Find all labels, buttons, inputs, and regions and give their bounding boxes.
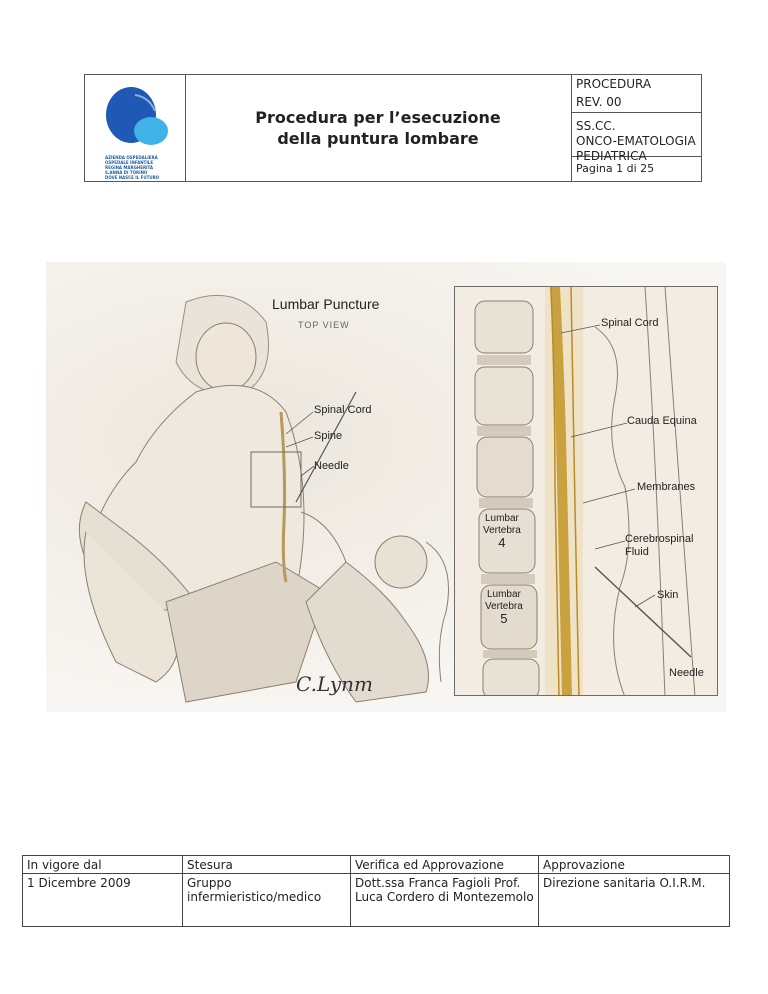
patient-scene-drawing: [78, 294, 449, 703]
inset-label-skin: Skin: [657, 589, 679, 601]
inset-label-lumbar-4: Lumbar Vertebra 4: [483, 513, 521, 550]
col-in-vigore: In vigore dal 1 Dicembre 2009: [23, 856, 183, 926]
illustration-subtitle: TOP VIEW: [298, 320, 350, 330]
inset-label-needle: Needle: [669, 667, 704, 679]
approval-table: In vigore dal 1 Dicembre 2009 Stesura Gr…: [22, 855, 730, 927]
page-number: Pagina 1 di 25: [576, 162, 655, 175]
revision: REV. 00: [572, 93, 702, 113]
spine-detail-inset: Spinal Cord Cauda Equina Membranes Lumba…: [454, 286, 718, 696]
department: SS.CC. ONCO-EMATOLOGIA PEDIATRICA: [572, 113, 702, 163]
header-info: PROCEDURA REV. 00 SS.CC. ONCO-EMATOLOGIA…: [572, 75, 702, 181]
lumbar-puncture-illustration: Lumbar Puncture TOP VIEW Spinal Cord Spi…: [46, 262, 726, 712]
inset-label-membranes: Membranes: [637, 481, 696, 493]
col-stesura: Stesura Gruppo infermieristico/medico: [183, 856, 351, 926]
label-spinal-cord: Spinal Cord: [314, 404, 372, 416]
doc-type: PROCEDURA: [576, 77, 652, 91]
document-title: Procedura per l’esecuzione della puntura…: [185, 75, 572, 181]
logo-text: AZIENDA OSPEDALIERA OSPEDALE INFANTILE R…: [105, 155, 160, 180]
document-header: AZIENDA OSPEDALIERA OSPEDALE INFANTILE R…: [84, 74, 702, 182]
col-approvazione: Approvazione Direzione sanitaria O.I.R.M…: [539, 856, 729, 926]
hospital-logo-icon: [106, 87, 168, 145]
inset-label-csf: Cerebrospinal Fluid: [625, 533, 694, 558]
title-line-1: Procedura per l’esecuzione: [255, 108, 501, 127]
inset-label-lumbar-5: Lumbar Vertebra 5: [485, 589, 523, 626]
spine-cross-section-drawing: [474, 287, 696, 695]
inset-label-spinal-cord: Spinal Cord: [601, 317, 659, 329]
label-needle: Needle: [314, 460, 349, 472]
artist-signature: C.Lynm: [296, 672, 374, 696]
illustration-title: Lumbar Puncture: [272, 296, 380, 312]
title-line-2: della puntura lombare: [277, 129, 479, 148]
label-spine: Spine: [314, 430, 343, 442]
col-verifica: Verifica ed Approvazione Dott.ssa Franca…: [351, 856, 539, 926]
inset-label-cauda-equina: Cauda Equina: [627, 415, 697, 427]
logo-cell: AZIENDA OSPEDALIERA OSPEDALE INFANTILE R…: [85, 75, 186, 181]
